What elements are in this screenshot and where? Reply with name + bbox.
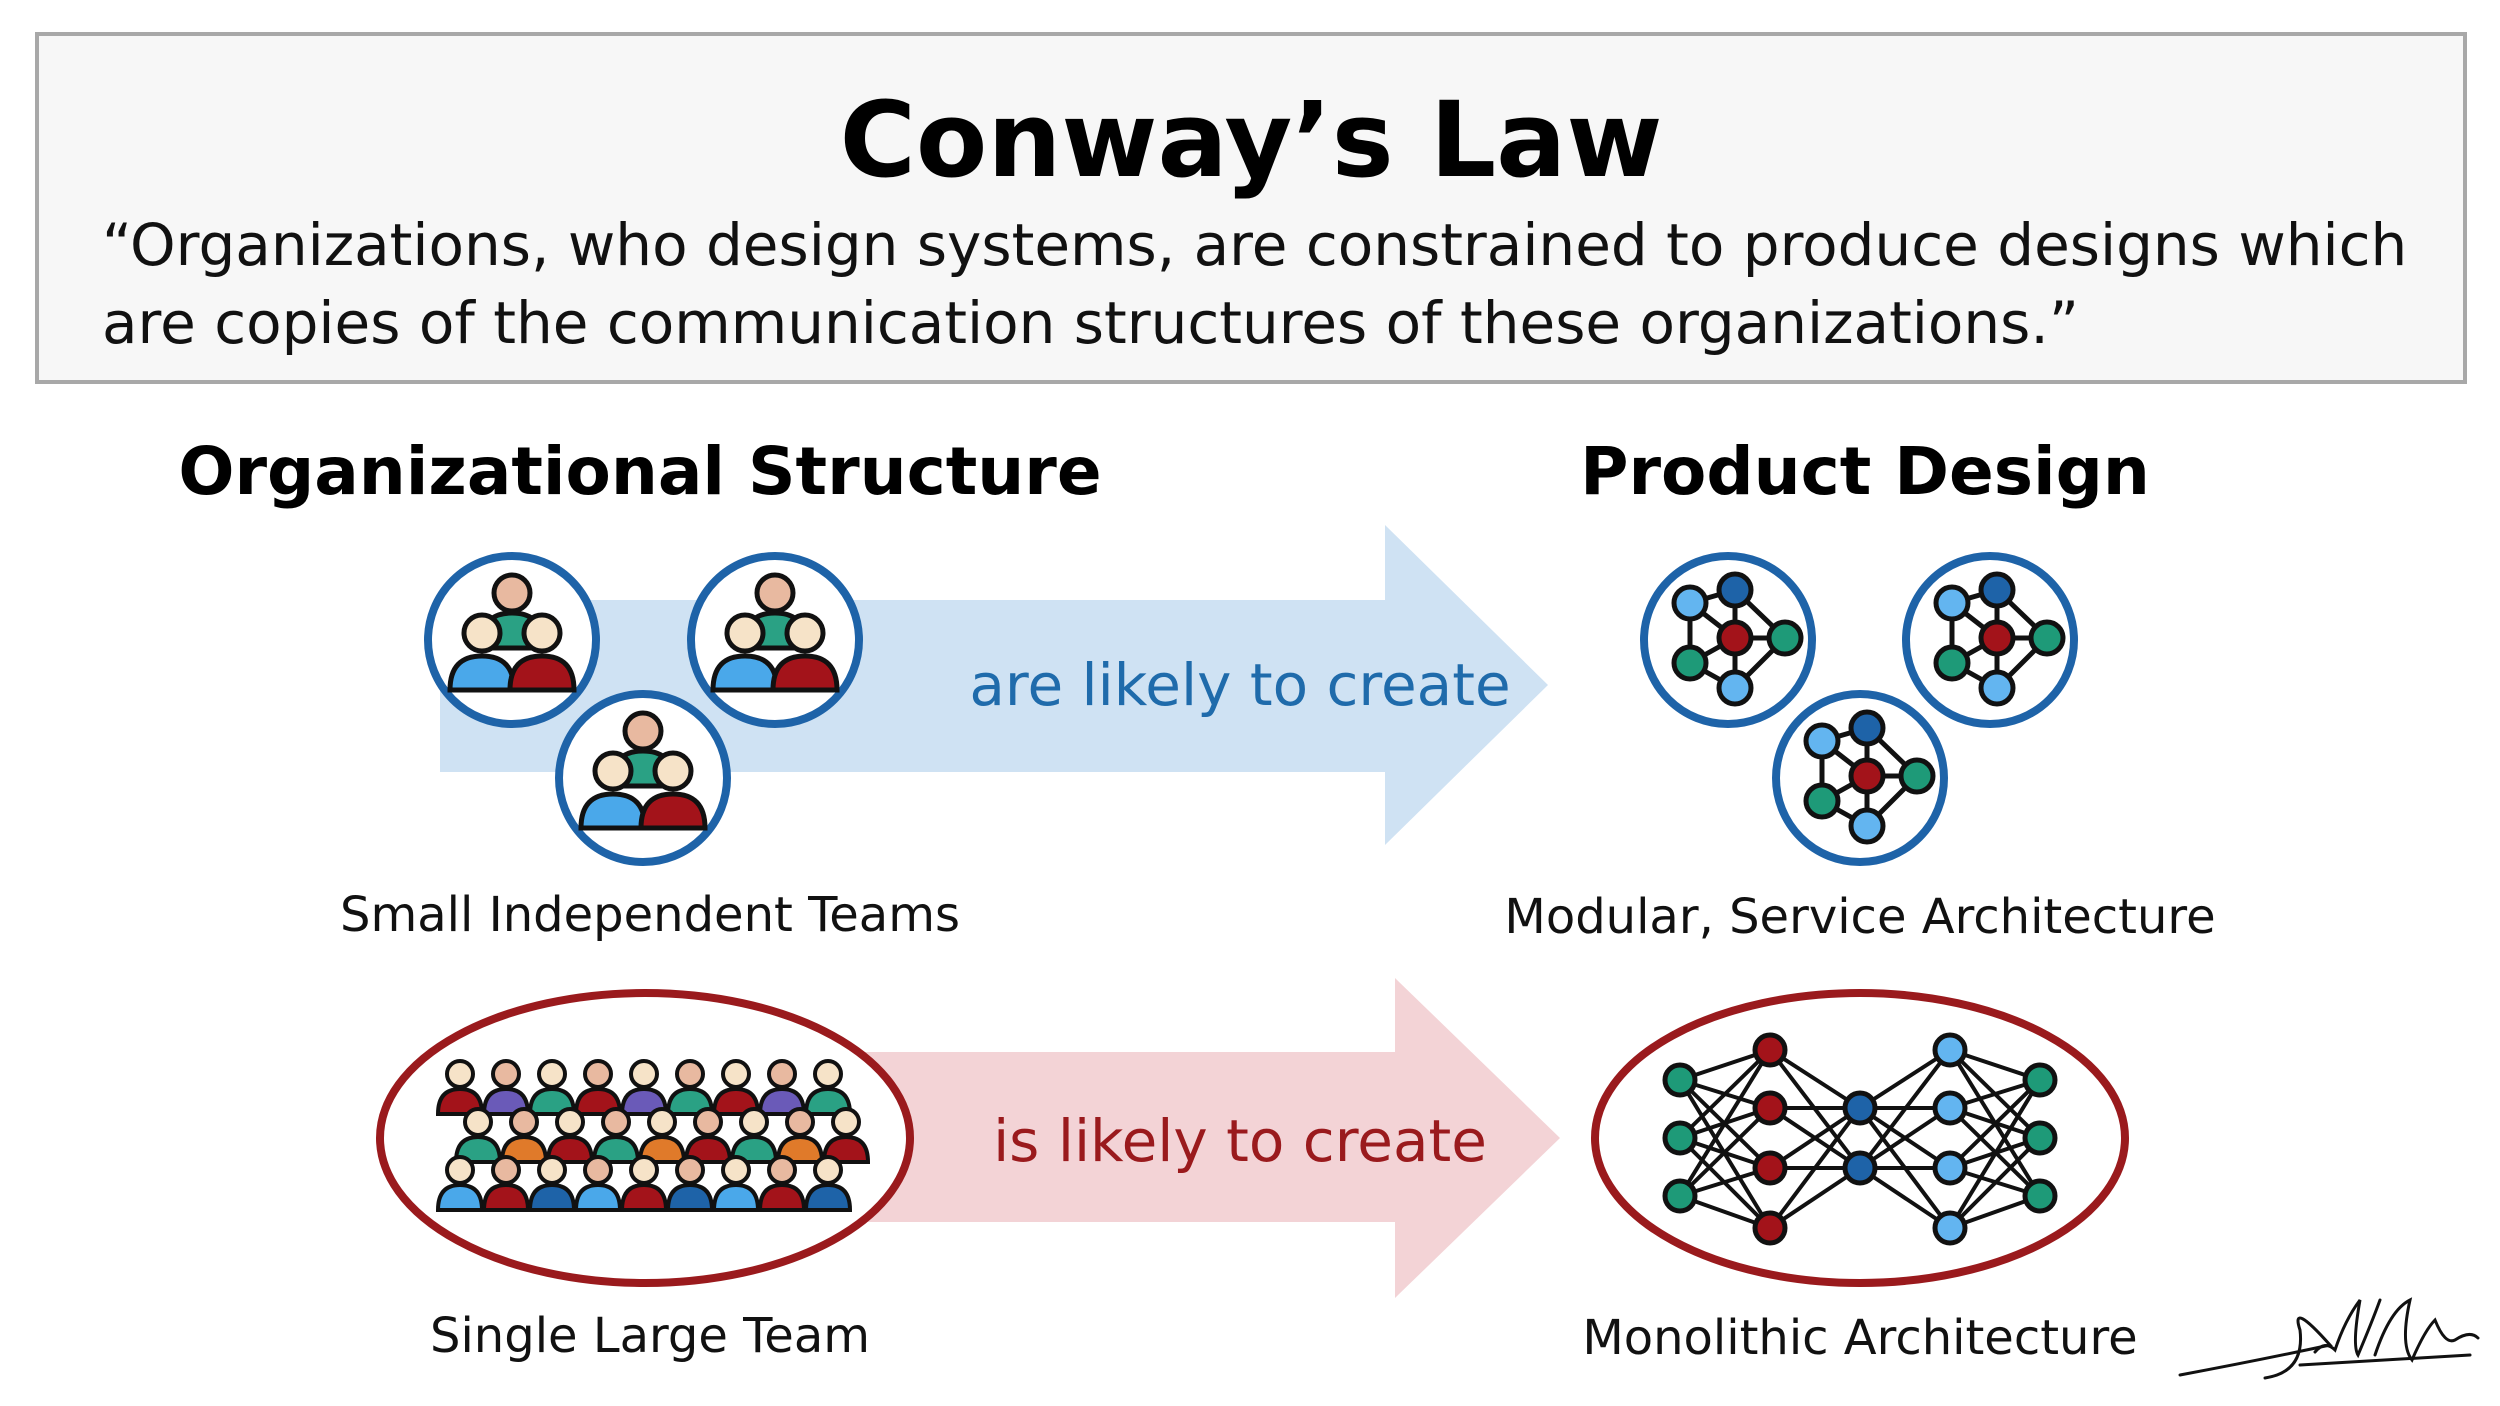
network-edge [1768, 1106, 1862, 1230]
service-icon-1 [1640, 552, 1816, 728]
crowd-person [619, 1059, 669, 1116]
crowd-person [573, 1059, 623, 1116]
crowd-person [591, 1107, 641, 1164]
caption-monolithic-architecture: Monolithic Architecture [1582, 1310, 2138, 1366]
network-edge [1858, 1166, 1952, 1230]
network-node [1932, 1090, 1968, 1126]
network-node [1842, 1090, 1878, 1126]
crowd-person [435, 1155, 485, 1212]
network-node [1932, 1032, 1968, 1068]
network-node [1662, 1178, 1698, 1214]
signature-mark [2178, 1297, 2480, 1380]
monolith-network [1662, 1032, 2058, 1246]
heading-product-design: Product Design [1580, 433, 2150, 510]
crowd-person [527, 1059, 577, 1116]
team-icon-3 [555, 690, 731, 866]
network-node [1662, 1062, 1698, 1098]
crowd-person [481, 1059, 531, 1116]
team-icon-1 [424, 552, 600, 728]
arrow-label-top: are likely to create [969, 651, 1511, 719]
crowd-person [757, 1155, 807, 1212]
network-edge [1678, 1048, 1772, 1198]
header-box: Conway’s Law “Organizations, who design … [35, 32, 2467, 384]
crowd-person [499, 1107, 549, 1164]
network-edge [1858, 1048, 1952, 1110]
crowd-person [803, 1155, 853, 1212]
network-node [1752, 1210, 1788, 1246]
network-node [2022, 1120, 2058, 1156]
caption-single-large-team: Single Large Team [430, 1308, 870, 1364]
large-team-crowd [435, 1059, 871, 1212]
network-edge [1948, 1078, 2042, 1230]
team-icon-2 [687, 552, 863, 728]
crowd-person [435, 1059, 485, 1116]
network-edge [1948, 1078, 2042, 1170]
caption-small-independent-teams: Small Independent Teams [340, 887, 960, 943]
network-edge [1768, 1106, 1862, 1170]
network-edge [1858, 1106, 1952, 1170]
crowd-person [573, 1155, 623, 1212]
crowd-person [803, 1059, 853, 1116]
network-node [1932, 1210, 1968, 1246]
network-edge [1768, 1166, 1862, 1230]
network-edge [1768, 1048, 1862, 1110]
network-node [2022, 1062, 2058, 1098]
crowd-person [729, 1107, 779, 1164]
large-team-ellipse [376, 989, 914, 1287]
service-icon-3 [1772, 690, 1948, 866]
page-title: Conway’s Law [839, 79, 1663, 201]
crowd-person [637, 1107, 687, 1164]
network-node [1932, 1150, 1968, 1186]
crowd-person [711, 1059, 761, 1116]
network-edge [1858, 1048, 1952, 1170]
crowd-person [481, 1155, 531, 1212]
network-node [1842, 1150, 1878, 1186]
crowd-person [527, 1155, 577, 1212]
crowd-person [821, 1107, 871, 1164]
crowd-person [757, 1059, 807, 1116]
network-node [1752, 1150, 1788, 1186]
conway-quote: “Organizations, who design systems, are … [102, 211, 2408, 357]
crowd-person [619, 1155, 669, 1212]
arrow-label-bottom: is likely to create [993, 1107, 1487, 1175]
network-edge [1678, 1048, 1772, 1140]
crowd-person [453, 1107, 503, 1164]
service-icon-2 [1902, 552, 2078, 728]
crowd-person [545, 1107, 595, 1164]
network-node [2022, 1178, 2058, 1214]
crowd-person [665, 1155, 715, 1212]
crowd-person [775, 1107, 825, 1164]
crowd-person [683, 1107, 733, 1164]
network-node [1662, 1120, 1698, 1156]
crowd-person [711, 1155, 761, 1212]
crowd-person [665, 1059, 715, 1116]
arrow-bottom [830, 978, 1560, 1298]
network-edge [1948, 1136, 2042, 1230]
heading-organizational-structure: Organizational Structure [178, 433, 1102, 510]
caption-modular-service-architecture: Modular, Service Architecture [1504, 889, 2216, 945]
network-node [1752, 1032, 1788, 1068]
network-edge [1678, 1106, 1772, 1198]
network-node [1752, 1090, 1788, 1126]
